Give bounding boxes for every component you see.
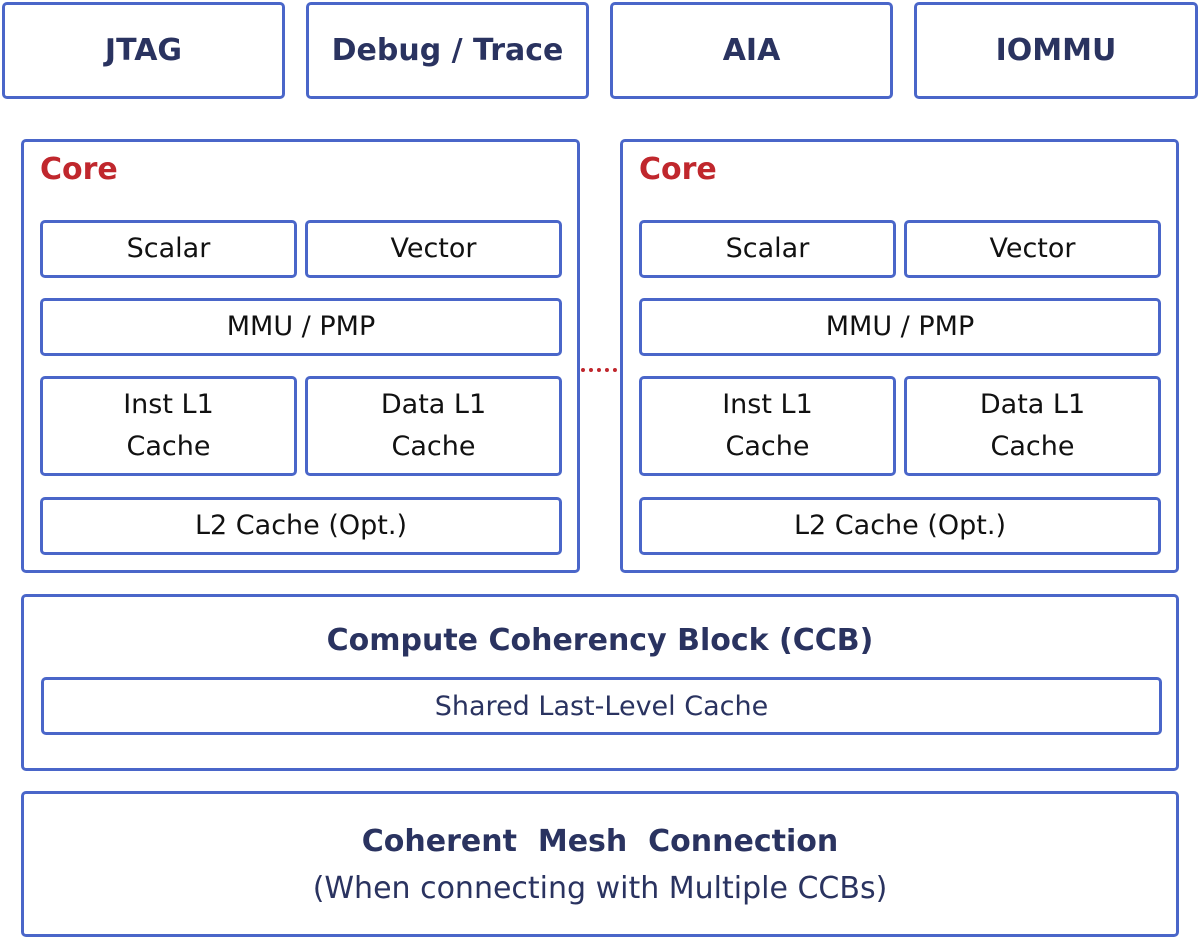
scalar-unit: Scalar — [40, 220, 297, 278]
data-l1-cache: Data L1 Cache — [305, 376, 562, 476]
aia-block: AIA — [610, 2, 893, 99]
inst-l1-label: Inst L1 Cache — [123, 389, 214, 462]
l2-label: L2 Cache (Opt.) — [195, 510, 407, 541]
debug-trace-label: Debug / Trace — [331, 33, 564, 68]
mmu-pmp-unit: MMU / PMP — [40, 298, 562, 356]
mmu-pmp-label: MMU / PMP — [825, 311, 975, 342]
data-l1-label: Data L1 Cache — [979, 389, 1086, 462]
iommu-block: IOMMU — [914, 2, 1198, 99]
vector-label: Vector — [390, 233, 477, 264]
vector-unit: Vector — [904, 220, 1161, 278]
scalar-unit: Scalar — [639, 220, 896, 278]
aia-label: AIA — [722, 33, 781, 68]
l2-cache: L2 Cache (Opt.) — [40, 497, 562, 555]
mmu-pmp-unit: MMU / PMP — [639, 298, 1161, 356]
mesh-subtitle: (When connecting with Multiple CCBs) — [312, 871, 888, 906]
core-block-1: Core Scalar Vector MMU / PMP Inst L1 Cac… — [21, 139, 580, 573]
scalar-label: Scalar — [126, 233, 211, 264]
core-block-2: Core Scalar Vector MMU / PMP Inst L1 Cac… — [620, 139, 1179, 573]
core-title: Core — [639, 152, 717, 187]
coherent-mesh-block: Coherent Mesh Connection (When connectin… — [21, 791, 1179, 937]
inst-l1-label: Inst L1 Cache — [722, 389, 813, 462]
core-ellipsis-connector — [581, 368, 617, 372]
core-title: Core — [40, 152, 118, 187]
inst-l1-cache: Inst L1 Cache — [639, 376, 896, 476]
debug-trace-block: Debug / Trace — [306, 2, 589, 99]
data-l1-cache: Data L1 Cache — [904, 376, 1161, 476]
shared-llc-block: Shared Last-Level Cache — [41, 677, 1162, 735]
ccb-title: Compute Coherency Block (CCB) — [326, 623, 874, 658]
iommu-label: IOMMU — [995, 33, 1117, 68]
mmu-pmp-label: MMU / PMP — [226, 311, 376, 342]
inst-l1-cache: Inst L1 Cache — [40, 376, 297, 476]
data-l1-label: Data L1 Cache — [380, 389, 487, 462]
shared-llc-label: Shared Last-Level Cache — [434, 690, 769, 722]
mesh-title: Coherent Mesh Connection — [361, 824, 839, 859]
jtag-label: JTAG — [104, 33, 183, 68]
scalar-label: Scalar — [725, 233, 810, 264]
l2-cache: L2 Cache (Opt.) — [639, 497, 1161, 555]
vector-unit: Vector — [305, 220, 562, 278]
jtag-block: JTAG — [2, 2, 285, 99]
compute-coherency-block: Compute Coherency Block (CCB) Shared Las… — [21, 594, 1179, 771]
l2-label: L2 Cache (Opt.) — [794, 510, 1006, 541]
vector-label: Vector — [989, 233, 1076, 264]
